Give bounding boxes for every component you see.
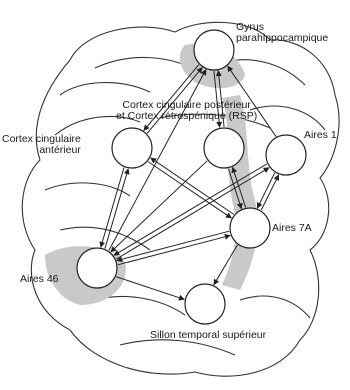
label-gyrus: Gyrus parahippocampique [236, 22, 328, 44]
node-cortex_post [204, 128, 244, 168]
node-sillon [185, 284, 225, 324]
label-aires1: Aires 1 [304, 130, 337, 141]
arrow-cortex_ant-to-aires46 [101, 168, 124, 248]
label-aires7a: Aires 7A [272, 223, 312, 234]
label-aires46: Aires 46 [20, 274, 59, 285]
arrow-aires7a-to-aires46 [117, 231, 229, 260]
label-cortex-anterieur: Cortex cingulaire antérieur [2, 134, 81, 156]
label-cortex-posterieur: Cortex cingulaire postérieur et Cortex r… [116, 100, 257, 122]
node-gyrus [194, 30, 234, 70]
label-sillon: Sillon temporal supérieur [150, 330, 266, 341]
brain-outline [22, 22, 339, 376]
node-aires46 [77, 248, 117, 288]
arrow-cortex_post-to-aires46 [111, 161, 207, 252]
arrow-aires7a-to-aires1 [261, 175, 278, 210]
node-aires7a [230, 208, 270, 248]
node-cortex_ant [112, 128, 152, 168]
node-aires1 [266, 135, 306, 175]
arrow-aires1-to-aires7a [257, 173, 274, 208]
